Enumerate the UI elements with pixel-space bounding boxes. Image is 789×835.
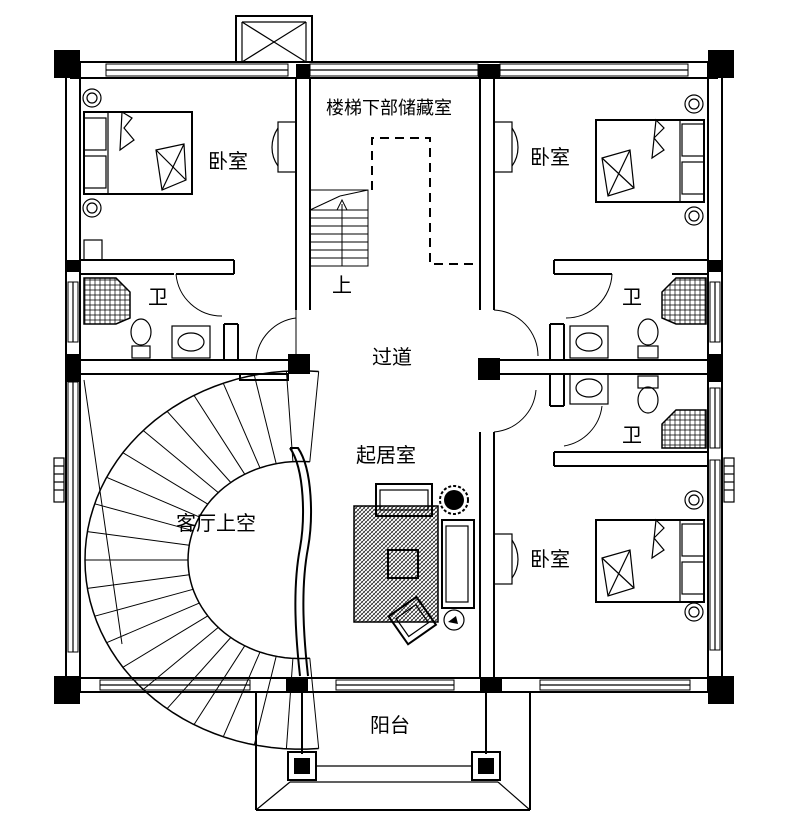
roof-flue [235,15,313,63]
spiral-stair-tread [87,531,190,546]
spiral-stair-tread [106,476,200,518]
label-bedroom-top-left: 卧室 [208,149,248,173]
balcony-structure [255,692,531,811]
spiral-stair [83,370,320,750]
spiral-stair-tread [94,588,194,617]
spiral-stair-tread [87,574,190,589]
label-bedroom-top-right: 卧室 [530,145,570,169]
bed-top-left [82,88,193,261]
spiral-stair-tread [94,503,194,532]
spiral-stair-tread [309,658,320,749]
label-open-to-below: 客厅上空 [176,511,256,535]
label-corridor: 过道 [372,345,412,369]
spiral-stair-tread [285,658,294,749]
living-furniture [353,483,475,646]
bed-bottom-right [595,490,705,622]
open-void-edge [239,374,312,677]
spiral-stair-tread [166,637,232,710]
spiral-stair-tread [122,452,208,505]
label-bath-right-bottom: 卫 [622,423,642,447]
spiral-stair-tread [309,371,320,462]
label-stair-storage: 楼梯下部储藏室 [326,98,452,119]
bath-fixtures [83,277,707,449]
spiral-stair-rail [187,460,310,660]
spiral-stair-edge [83,379,123,645]
label-balcony: 阳台 [370,713,410,737]
label-living-room: 起居室 [356,443,416,467]
wardrobes [271,121,519,585]
top-windows [105,63,689,77]
label-bath-left: 卫 [148,285,168,309]
spiral-stair-tread [106,602,200,644]
spiral-stair-tread [253,656,277,746]
spiral-stair-tread [285,371,294,462]
spiral-stair-tread [193,645,246,725]
spiral-stair-tread [222,651,261,737]
spiral-stair-tread [166,410,232,483]
label-bath-right-top: 卫 [622,285,642,309]
spiral-stair-tread [193,395,246,475]
bottom-windows [99,679,691,691]
spiral-stair-tread [253,374,277,464]
interior-walls [80,78,708,678]
spiral-stair-tread [122,615,208,668]
spiral-stair-tread [142,430,219,493]
label-bedroom-bottom-right: 卧室 [530,547,570,571]
side-windows [53,281,735,653]
doors [175,273,613,447]
bed-top-right [595,94,705,226]
spiral-stair-tread [142,627,219,690]
straight-stair [309,137,480,267]
label-stair-up: 上 [332,273,352,297]
spiral-stair-tread [222,383,261,469]
